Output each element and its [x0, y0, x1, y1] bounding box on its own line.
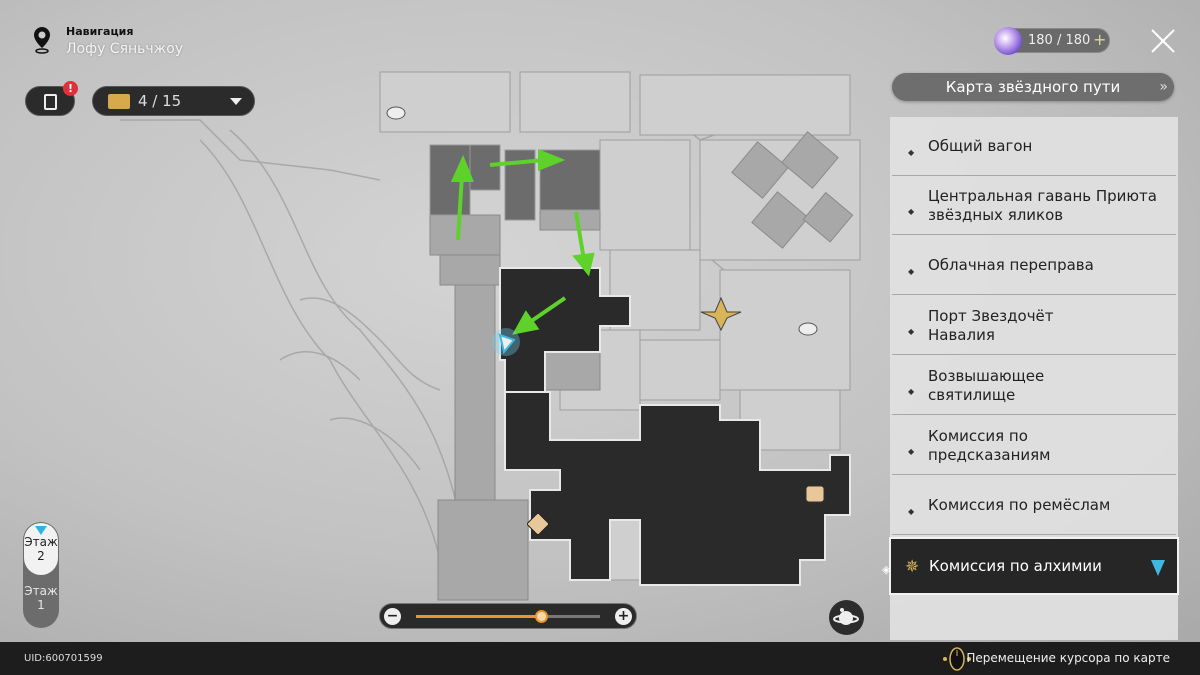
zoom-slider-fill — [416, 615, 542, 618]
floor-label: Этаж — [24, 535, 58, 549]
planet-icon — [833, 608, 859, 625]
diamond-bullet-icon: ◆ — [908, 446, 915, 456]
location-item[interactable]: ◆ Возвышающее святилище — [892, 357, 1176, 415]
zoom-in-button[interactable]: + — [615, 608, 632, 625]
notification-badge: ! — [63, 81, 78, 96]
location-item-selected[interactable]: ◈ ✵ Комиссия по алхимии — [882, 537, 1179, 595]
chevron-down-icon — [230, 98, 242, 105]
zoom-out-button[interactable]: − — [384, 608, 401, 625]
location-item[interactable]: ◆ Комиссия по предсказаниям — [892, 417, 1176, 475]
tool-marker-icon[interactable] — [527, 513, 550, 536]
teleport-marker-icon[interactable] — [798, 322, 818, 336]
zoom-slider-handle[interactable] — [535, 610, 549, 623]
navigate-marker-icon — [1151, 560, 1165, 576]
treasure-counter-dropdown[interactable]: 4 / 15 — [92, 86, 255, 116]
clipboard-icon — [44, 94, 57, 110]
user-id: UID:600701599 — [24, 653, 103, 664]
control-hint: Перемещение курсора по карте — [966, 651, 1170, 665]
location-item[interactable]: ◆ Облачная переправа — [892, 237, 1176, 295]
location-label: Комиссия по алхимии — [929, 556, 1102, 575]
map-canvas[interactable] — [0, 0, 1200, 642]
treasure-chest-icon — [108, 94, 130, 109]
location-item[interactable]: ◆ Центральная гавань Приюта звёздных ялик… — [892, 177, 1176, 235]
mouse-icon — [943, 647, 971, 671]
stamina-counter[interactable]: 180 / 180 + — [994, 27, 1110, 55]
teleport-marker-icon[interactable] — [386, 106, 406, 120]
zoom-slider[interactable] — [416, 610, 600, 623]
location-label: Центральная гавань Приюта звёздных ялико… — [928, 186, 1157, 224]
location-label: Общий вагон — [928, 137, 1033, 155]
current-floor-indicator-icon — [35, 526, 47, 535]
location-label: Возвышающее святилище — [928, 366, 1045, 404]
star-map-button[interactable]: Карта звёздного пути » — [892, 73, 1174, 101]
stamina-value: 180 / 180 — [1028, 33, 1091, 48]
location-item[interactable]: ◆ Общий вагон — [892, 118, 1176, 176]
location-list[interactable]: ◆ Общий вагон ◆ Центральная гавань Приюта … — [882, 117, 1179, 640]
route-arrows — [450, 149, 595, 335]
floor-label: Этаж — [24, 584, 58, 598]
footer-bar: UID:600701599 Перемещение курсора по кар… — [0, 642, 1200, 675]
location-label: Порт Звездочёт Навалия — [928, 306, 1054, 344]
star-map-label: Карта звёздного пути — [945, 78, 1121, 96]
location-label: Облачная переправа — [928, 256, 1094, 274]
tasks-button[interactable]: ! — [25, 81, 78, 116]
navigation-label: Навигация — [66, 25, 134, 38]
alchemy-commission-icon: ✵ — [905, 557, 920, 577]
add-stamina-button[interactable]: + — [1093, 30, 1107, 49]
diamond-bullet-icon: ◆ — [908, 386, 915, 396]
alchemy-marker-icon[interactable] — [700, 296, 742, 332]
diamond-bullet-icon: ◆ — [908, 326, 915, 336]
diamond-bullet-icon: ◆ — [908, 266, 915, 276]
planet-view-button[interactable] — [829, 600, 864, 635]
floor-number: 2 — [37, 549, 45, 563]
location-item[interactable]: ◆ Порт Звездочёт Навалия — [892, 297, 1176, 355]
zoom-control[interactable]: − + — [379, 603, 637, 629]
trailblaze-power-icon — [994, 27, 1022, 55]
location-item[interactable]: ◆ Комиссия по ремёслам — [892, 477, 1176, 535]
puzzle-marker-icon[interactable] — [805, 485, 825, 503]
floor-number: 1 — [37, 598, 45, 612]
player-marker — [492, 328, 520, 356]
double-chevron-right-icon: » — [1159, 79, 1167, 95]
diamond-bullet-icon: ◆ — [908, 506, 915, 516]
close-icon[interactable] — [1150, 28, 1176, 54]
location-label: Комиссия по ремёслам — [928, 496, 1111, 514]
map-dark-blocks — [429, 144, 601, 221]
selection-arrow-icon: ◈ — [882, 563, 891, 576]
map-pin-icon — [34, 27, 50, 54]
location-label: Комиссия по предсказаниям — [928, 426, 1051, 464]
treasure-count: 4 / 15 — [138, 92, 182, 110]
diamond-bullet-icon: ◆ — [908, 206, 915, 216]
location-name: Лофу Сяньчжоу — [66, 41, 184, 57]
diamond-bullet-icon: ◆ — [908, 147, 915, 157]
